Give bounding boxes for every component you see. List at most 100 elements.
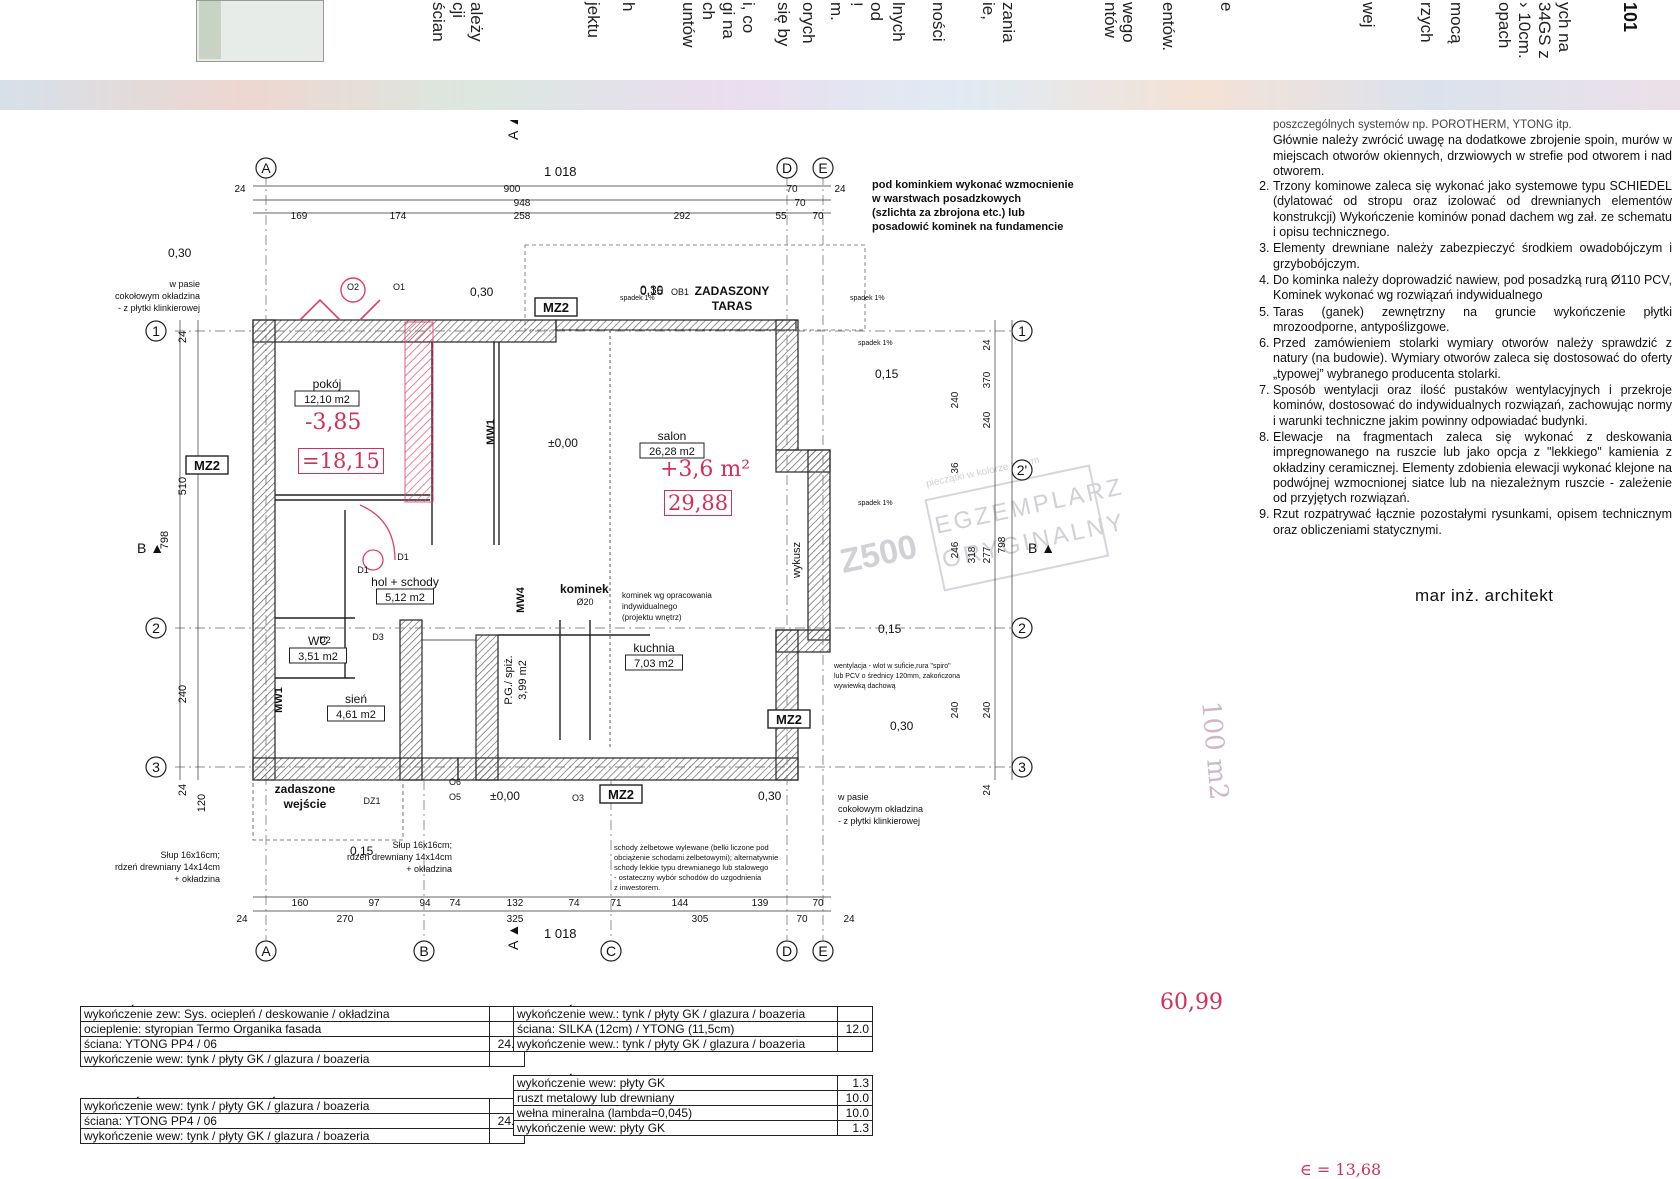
wall-layer-thickness: 1.3 [837,1075,873,1091]
wall-table-wrap-2: MW1 - ŚCIANA DZIAŁOWA MUROWANAwykończeni… [513,1006,873,1052]
page-fragment-1: 34GS z [1535,2,1554,59]
page-fragment-0: ych na [1555,2,1574,53]
dim-left-4: 120 [196,794,208,812]
wall-layer-thickness [837,1006,873,1022]
wall-layer-desc: wykończenie wew.: tynk / płyty GK / glaz… [513,1036,838,1052]
handwritten-sum: 60,99 [1160,990,1223,1015]
wall-table-row: wykończenie wew: tynk / płyty GK / glazu… [80,1098,525,1114]
fireplace-note-2: (szlichta za zbrojona etc.) lub [872,207,1025,219]
axis-right-2-circle [1011,617,1033,639]
note-item-2: Trzony kominowe zaleca się wykonać jako … [1273,179,1672,240]
note-item-7: Sposób wentylacji oraz ilość pustaków we… [1273,383,1672,429]
dim-bot-r2-5: 24 [843,914,855,925]
dim-bot-r1-4: 132 [507,898,524,909]
dim-right-10: 240 [982,701,993,718]
axis-left-3-circle [145,756,167,778]
level-7: 0,30 [758,789,782,803]
door-tag-5: O2 [347,282,359,292]
wall-table-row: wykończenie wew.: tynk / płyty GK / glaz… [513,1036,873,1052]
handwritten-pokoj-total: =18,15 [298,448,384,474]
page-fragment-17: m. [827,2,846,21]
dim-bot-r1-3: 74 [449,898,461,909]
dim-bottom-overall: 1 018 [544,926,577,941]
dim-right-6: 318 [967,546,978,563]
wall-table-row: ocieplenie: styropian Termo Organika fas… [80,1021,525,1037]
level-3: 0,15 [875,367,899,381]
post1-0: Słup 16x16cm; [160,850,220,860]
wall-layer-desc: wykończenie wew: tynk / płyty GK / glazu… [80,1128,490,1144]
axis-top-D: D [782,160,792,176]
dim-right-0: 24 [982,339,993,351]
wall-layer-thickness: 10.0 [837,1090,873,1106]
door-tag-0: D1 [397,552,409,562]
wall-table-wrap-1: MW4 - ŚCIANA WEW. NOŚNAwykończenie wew: … [80,1098,525,1144]
axis-right-1-circle [1011,320,1033,342]
dim-bot-r2-0: 24 [236,914,248,925]
dim-bot-r1-2: 94 [419,898,431,909]
page-fragment-21: gi na [719,2,738,39]
axis-bottom-A: A [261,943,271,959]
door-tag-1: D1 [357,565,369,575]
door-tag-9: OB1 [671,287,689,297]
axis-right-2: 2 [1018,620,1026,636]
note-item-8: Elewacje na fragmentach zaleca się wykon… [1273,430,1672,506]
spadek-1: spadek 1% [858,500,893,507]
notes-lead-1: poszczególnych systemów np. POROTHERM, Y… [1273,119,1572,131]
axis-bottom-E: E [818,943,827,959]
wall-layer-desc: wełna mineralna (lambda=0,045) [513,1105,838,1121]
wall-tag-0-box [534,297,578,317]
level-0: 0,30 [168,246,192,260]
plinth-right-2: - z płytki klinkierowej [838,816,920,826]
wall-tag-3: MZ2 [608,787,634,802]
room-1-area: 26,28 m2 [649,446,695,458]
dim-bot-r2-1: 270 [337,914,354,925]
wall-tag-4: MW1 [485,419,497,445]
plinth-right-0: w pasie [837,792,869,802]
stairs-note-1: obciążenie schodami żelbetowymi); altern… [614,853,778,862]
wall-table-row: wykończenie wew: tynk / płyty GK / glazu… [80,1128,525,1144]
notes-list: Trzony kominowe zaleca się wykonać jako … [1237,179,1672,538]
room-8-name2: wejście [283,797,327,811]
note-item-4: Do kominka należy doprowadzić nawiew, po… [1273,273,1672,304]
dim-right-2: 240 [950,391,961,408]
axis-top-A: A [261,160,271,176]
room-4-area-box [376,588,434,605]
axis-left-2-circle [145,617,167,639]
dim-bot-r2-2: 325 [507,914,524,925]
dim-right-7: 277 [982,546,993,563]
dim-top-r1-3: 24 [834,184,846,195]
axis-right-3-circle [1011,756,1033,778]
dim-bot-r1-0: 160 [292,898,309,909]
stairs-note-2: schody lekkie typu drewnianego lub stalo… [614,863,768,872]
page-fragment-27: cji [449,2,468,19]
room-5-name: WC [308,634,328,648]
dim-bot-r1-6: 71 [610,898,622,909]
axis-right-1: 1 [1018,323,1026,339]
page-fragment-25: jektu [584,2,603,38]
axis-top-E-circle [812,157,834,179]
level-8: ±0,00 [490,789,520,803]
stairs-note-4: z inwestorem. [614,883,660,892]
axis-bottom-E-circle [812,940,834,962]
scan-top-left-thumb [196,0,324,62]
dim-top-r3-1: 174 [390,211,407,222]
wall-tag-1-box [185,455,229,475]
wall-layer-thickness [837,1036,873,1052]
wykusz-label: wykusz [791,542,803,579]
dim-left-2: 798 [159,531,171,549]
axis-left-1-circle [145,320,167,342]
dim-bot-r1-1: 97 [368,898,380,909]
wall-layer-desc: wykończenie wew: płyty GK [513,1120,838,1136]
page-fragment-8: entów. [1159,2,1178,52]
dim-right-9: 240 [950,701,961,718]
vent-note-1: lub PCV o średnicy 120mm, zakończona [834,673,960,680]
page-fragment-5: rzych [1417,2,1436,43]
page-fragment-6: wej [1359,2,1378,28]
post2-1: rdzeń drewniany 14x14cm [347,852,452,862]
page-fragment-15: od [867,2,886,21]
plinth-left-0: w pasie [168,279,200,289]
wall-table-2: wykończenie wew.: tynk / płyty GK / glaz… [513,1006,873,1052]
kominek-note-1: indywidualnego [622,602,678,611]
room-0-area-box [294,390,360,407]
